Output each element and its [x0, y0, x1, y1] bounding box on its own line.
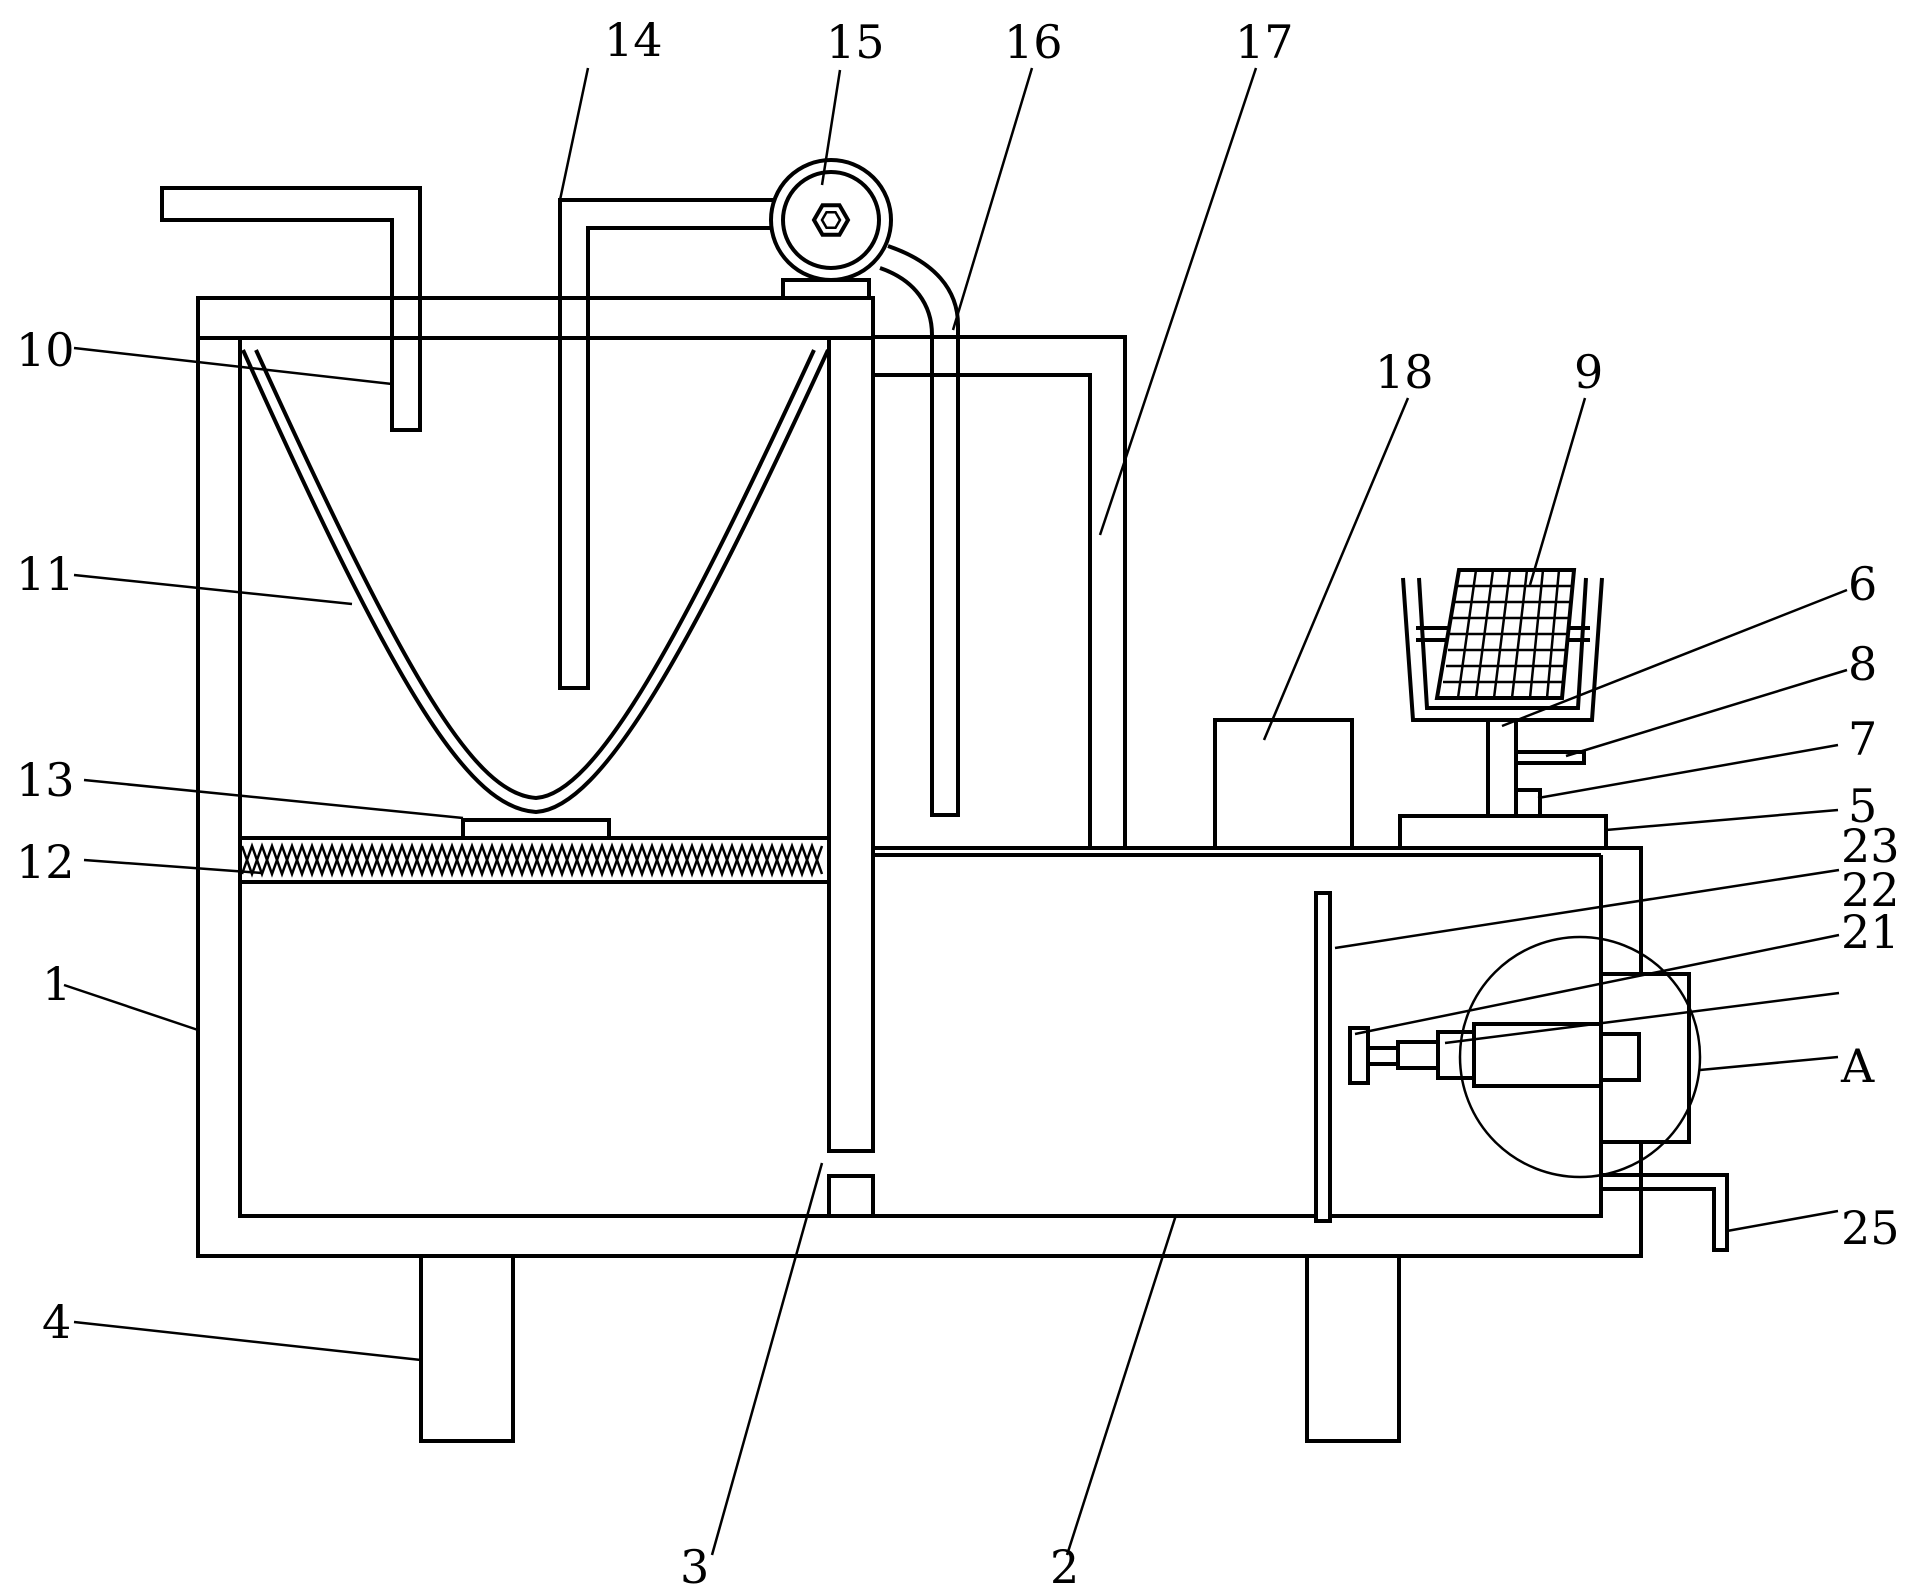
label-8: 8	[1848, 637, 1877, 691]
solar-assembly	[1398, 568, 1608, 850]
hose	[879, 244, 960, 817]
label-7: 7	[1848, 712, 1877, 766]
leader-lines	[63, 67, 1848, 1556]
label-4: 4	[42, 1295, 71, 1349]
label-3: 3	[680, 1540, 709, 1593]
right-leg	[1305, 1254, 1401, 1443]
label-A: A	[1840, 1039, 1875, 1093]
pump	[769, 158, 893, 300]
label-12: 12	[16, 835, 75, 889]
base-plate	[461, 818, 611, 840]
label-10: 10	[16, 323, 75, 377]
label-23: 23	[1841, 819, 1900, 873]
label-21: 21	[1841, 905, 1900, 959]
label-22: 22	[1841, 863, 1900, 917]
label-1: 1	[42, 957, 71, 1011]
label-14: 14	[604, 13, 663, 67]
label-18: 18	[1375, 345, 1434, 399]
label-2: 2	[1050, 1540, 1079, 1593]
filter-mesh	[238, 836, 831, 884]
control-box	[1213, 718, 1354, 850]
partition-wall	[827, 336, 875, 1218]
label-6: 6	[1848, 557, 1877, 611]
label-13: 13	[16, 753, 75, 807]
left-leg	[419, 1254, 515, 1443]
label-16: 16	[1004, 15, 1063, 69]
label-25: 25	[1841, 1201, 1900, 1255]
label-11: 11	[16, 547, 75, 601]
part-labels: 1 2 3 4 5 6 7 8 9 10 11 12 13 14 15 16 1…	[16, 13, 1900, 1593]
outlet-pipe	[1601, 1173, 1729, 1252]
label-15: 15	[826, 15, 885, 69]
inlet-pipe	[160, 186, 422, 432]
suction-pipe	[558, 198, 777, 690]
label-5: 5	[1848, 779, 1877, 833]
right-chamber-internals	[1314, 891, 1702, 1223]
label-9: 9	[1574, 345, 1603, 399]
label-17: 17	[1235, 15, 1294, 69]
filter-bag	[241, 349, 830, 815]
return-pipe	[873, 335, 1127, 850]
tank-body	[196, 296, 1643, 1258]
